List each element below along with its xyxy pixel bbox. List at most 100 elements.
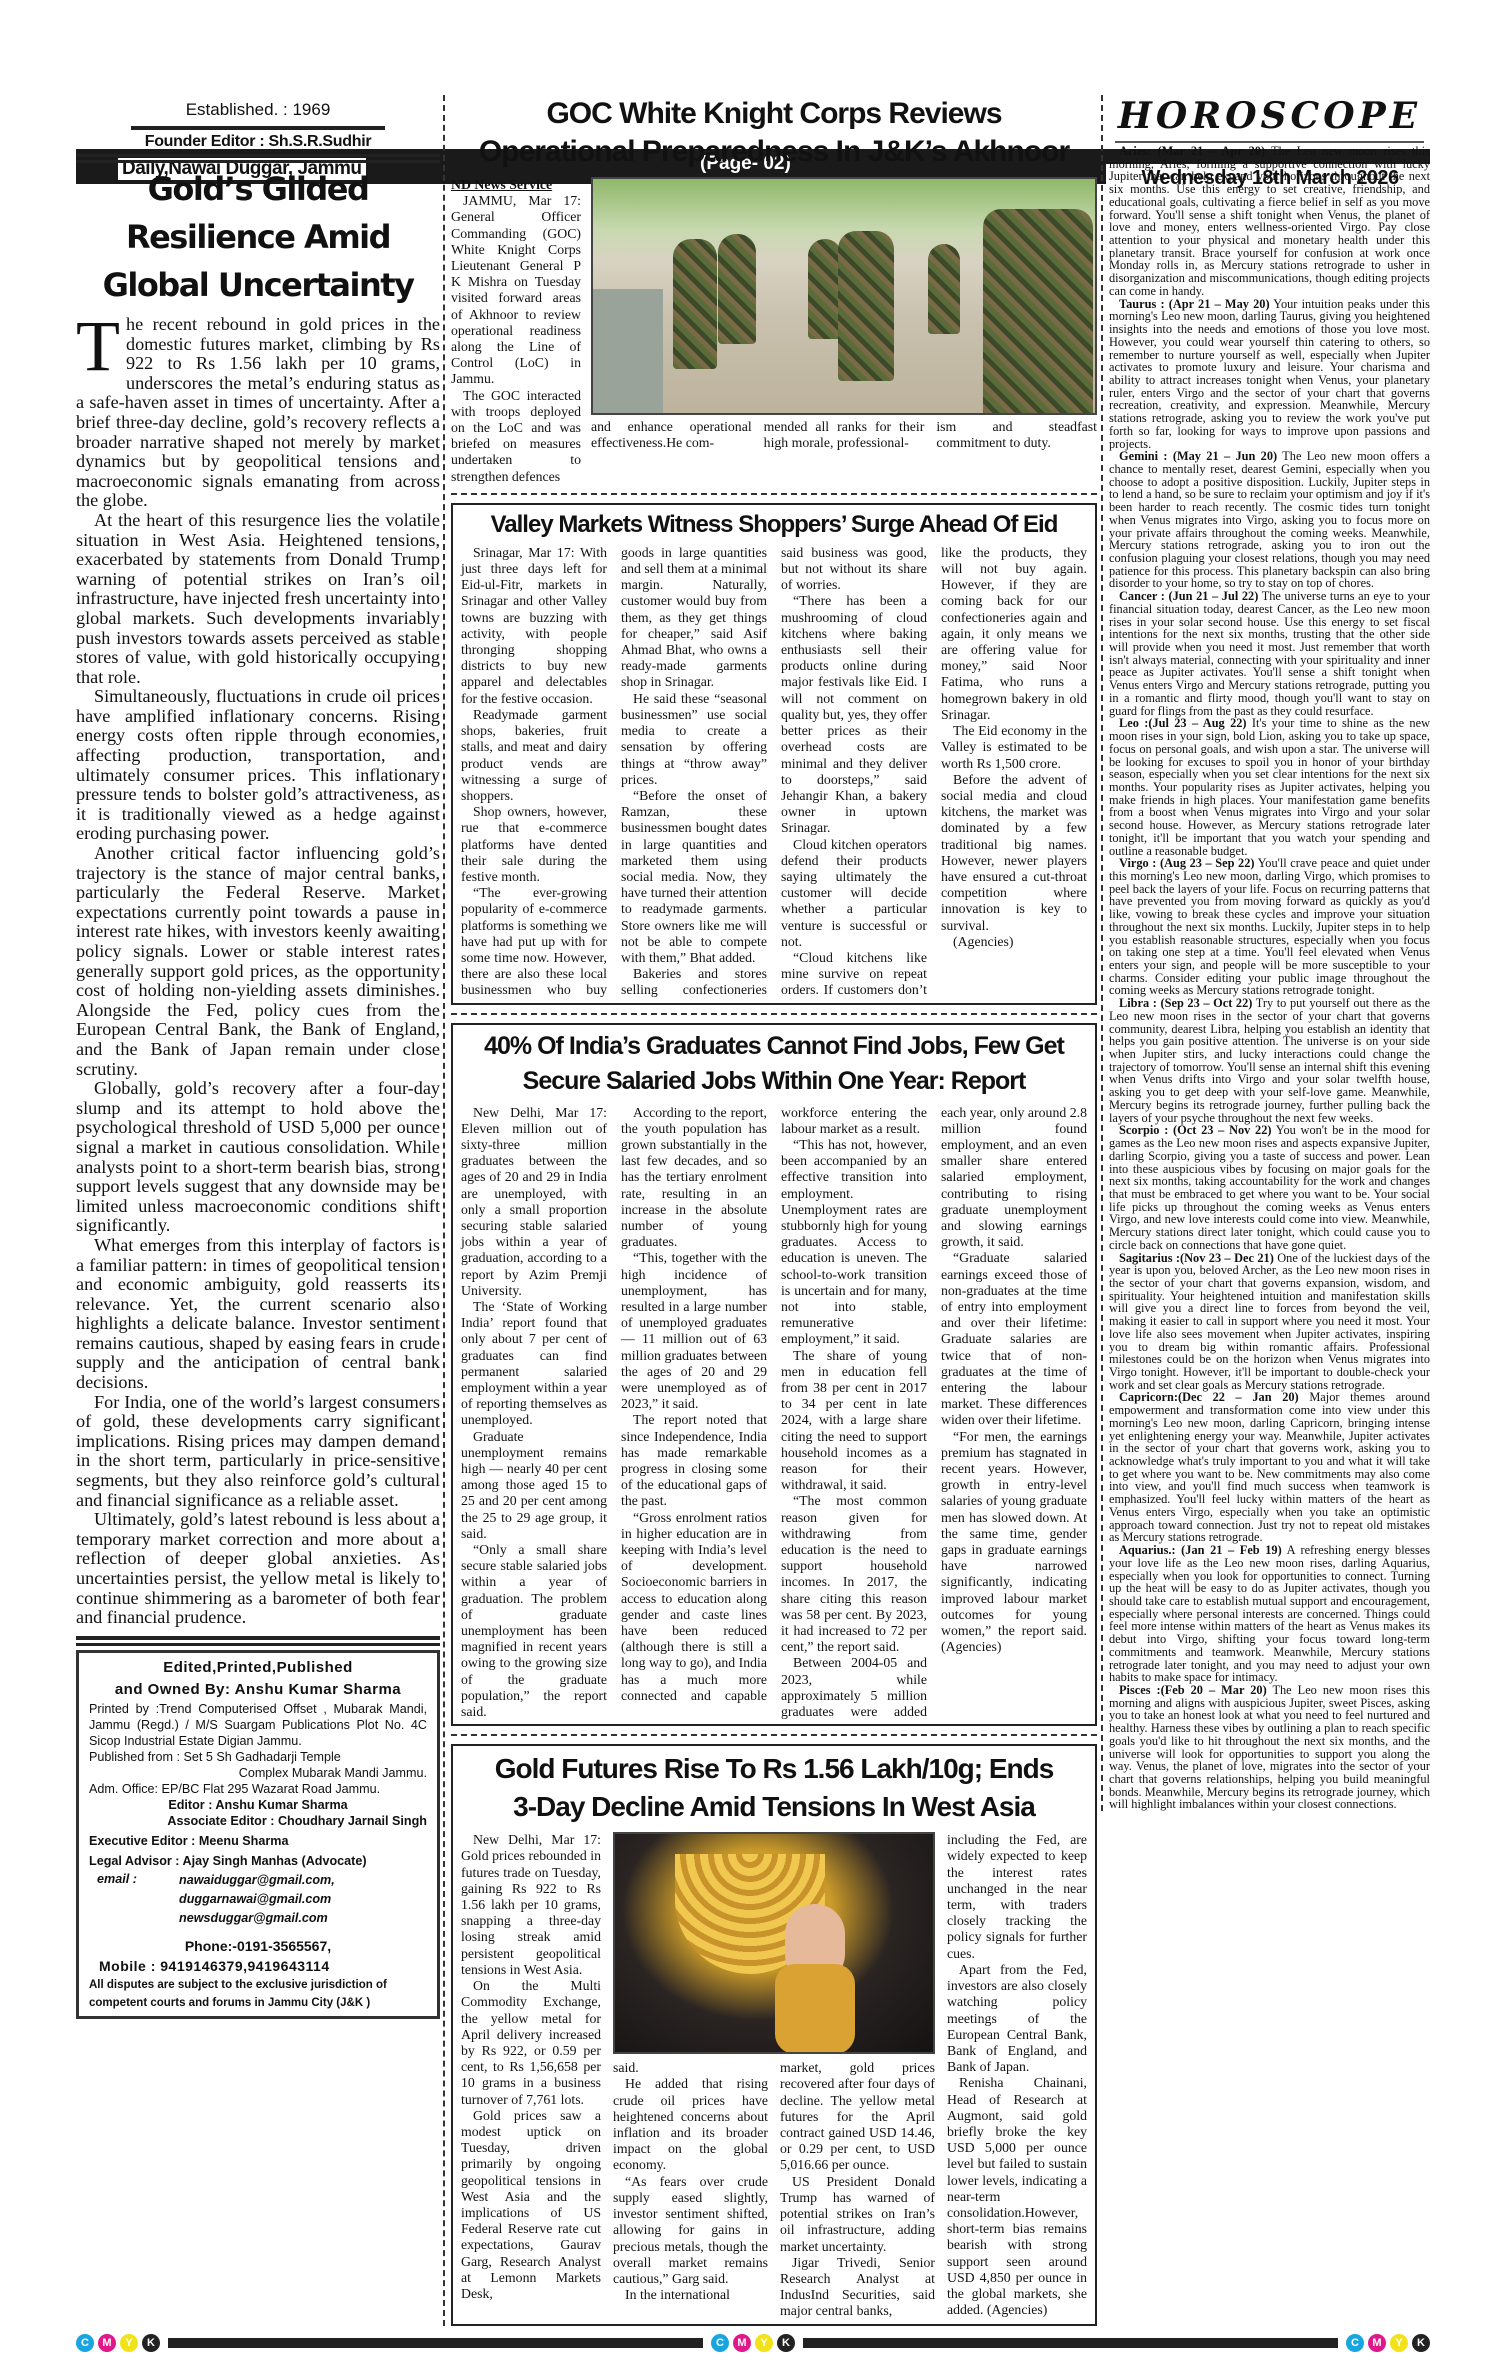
imprint-published: Published from : Set 5 Sh Gadhadarji Tem… — [89, 1749, 341, 1764]
byline: ND News Service — [451, 177, 553, 192]
article-paragraph: “Graduate salaried earnings exceed those… — [941, 1250, 1087, 1428]
page-number: (Page- 02) — [700, 153, 791, 174]
article-paragraph: market, gold prices recovered after four… — [780, 2060, 935, 2173]
article-paragraph: “Cloud kitchens like mine survive on rep… — [781, 544, 1087, 998]
article-paragraph: Apart from the Fed, investors are also c… — [947, 1961, 1087, 2075]
editorial-title-line: Global Uncertainty — [102, 266, 415, 304]
registration-mark-k: K — [142, 2333, 160, 2352]
imprint-published: Complex Mubarak Mandi Jammu. — [238, 1765, 427, 1780]
sign-label: Scorpio : (Oct 23 – Nov 22) — [1119, 1123, 1272, 1138]
article-paragraph: For India, one of the world’s largest co… — [76, 1391, 440, 1510]
sign-text: One of the luckiest days of the year is … — [1109, 1250, 1430, 1392]
editorial-title: Gold’s Gilded Resilience Amid Global Unc… — [76, 165, 440, 309]
section-divider — [451, 1012, 1097, 1015]
email-link[interactable]: newsduggar@gmail.com — [179, 1910, 328, 1925]
horoscope-sign: Aries: (Mar 21 – Apr 20) The Leo new moo… — [1109, 145, 1430, 298]
article-paragraph: The GOC interacted with troops deployed … — [451, 387, 581, 484]
imprint-phone: Phone:-0191-3565567, — [184, 1937, 332, 1954]
goc-column-1: ND News Service JAMMU, Mar 17: General O… — [451, 177, 581, 485]
registration-mark-y: Y — [1390, 2333, 1408, 2352]
article-paragraph: Before the advent of social media and cl… — [941, 771, 1087, 933]
sign-label: Virgo : (Aug 23 – Sep 22) — [1119, 856, 1255, 871]
sign-text: The Leo new moon rises this morning, Ari… — [1109, 144, 1430, 298]
article-paragraph: He said these “seasonal businessmen” use… — [621, 690, 767, 787]
registration-mark-m: M — [98, 2333, 116, 2352]
registration-mark-k: K — [1412, 2333, 1430, 2352]
divider — [76, 1635, 440, 1640]
imprint-legal-advisor: Legal Advisor : Ajay Singh Manhas (Advoc… — [89, 1853, 367, 1868]
goc-article: ND News Service JAMMU, Mar 17: General O… — [451, 177, 1097, 485]
soldier-figure — [983, 209, 1093, 413]
article-paragraph: “There has been a mushrooming of cloud k… — [781, 593, 927, 836]
article-paragraph: Globally, gold’s recovery after a four-d… — [76, 1078, 440, 1236]
article-paragraph: Jigar Trivedi, Senior Research Analyst a… — [780, 2254, 935, 2319]
registration-mark-c: C — [76, 2333, 94, 2352]
sign-label: Pisces :(Feb 20 – Mar 20) — [1119, 1682, 1267, 1697]
article-column: New Delhi, Mar 17: Gold prices rebounded… — [461, 1832, 601, 2302]
graduates-body: New Delhi, Mar 17: Eleven million out of… — [461, 1105, 1087, 1721]
registration-mark-k: K — [777, 2333, 795, 2352]
headline-line: Operational Preparedness In J&K’s Akhnoo… — [478, 135, 1070, 168]
sign-text: A refreshing energy blesses your love li… — [1109, 1543, 1431, 1685]
article-paragraph: Srinagar, Mar 17: With just three days l… — [461, 544, 607, 706]
email-link[interactable]: nawaiduggar@gmail.com, — [179, 1872, 335, 1887]
registration-mark-c: C — [1346, 2333, 1364, 2352]
email-link[interactable]: duggarnawai@gmail.com — [179, 1891, 332, 1906]
page-columns: Established. : 1969 Founder Editor : Sh.… — [76, 95, 1430, 2326]
sign-text: Major themes around empowerment and tran… — [1109, 1390, 1430, 1545]
horoscope-body: Aries: (Mar 21 – Apr 20) The Leo new moo… — [1109, 145, 1430, 1811]
registration-mark-y: Y — [120, 2333, 138, 2352]
article-paragraph: US President Donald Trump has warned of … — [780, 2173, 935, 2254]
bangles — [775, 1964, 855, 2053]
imprint-emails: email : nawaiduggar@gmail.com, duggarnaw… — [89, 1871, 427, 1928]
article-paragraph: “The most common reason given for withdr… — [781, 1493, 927, 1655]
article-paragraph: On the Multi Commodity Exchange, the yel… — [461, 1978, 601, 2107]
paper-name: Daily,Nawai Duggar, Jammu — [118, 158, 366, 180]
article-text: and enhance operational effectiveness.He… — [591, 419, 752, 451]
article-paragraph: Bakeries and stores selling confectioner… — [621, 544, 927, 998]
divider — [131, 126, 385, 130]
photo-and-columns: said.He added that rising crude oil pric… — [613, 1832, 935, 2319]
article-paragraph: Shop owners, however, rue that e-commerc… — [461, 804, 607, 884]
sign-text: The universe turns an eye to your financ… — [1109, 589, 1430, 718]
horoscope-sign: Virgo : (Aug 23 – Sep 22) You'll crave p… — [1109, 857, 1430, 997]
article-paragraph: “Only a small share secure stable salari… — [461, 1542, 607, 1720]
valley-article: Valley Markets Witness Shoppers’ Surge A… — [451, 502, 1097, 1005]
headline-line: 3-Day Decline Amid Tensions In West Asia — [513, 1791, 1036, 1823]
article-paragraph: Readymade garment shops, bakeries, fruit… — [461, 706, 607, 803]
imprint-editor: Editor : Anshu Kumar Sharma — [168, 1797, 348, 1812]
goc-photo — [591, 177, 1097, 415]
sign-label: Cancer : (Jun 21 – Jul 22) — [1119, 589, 1259, 604]
article-paragraph: What emerges from this interplay of fact… — [76, 1234, 440, 1393]
article-paragraph: “The ever-growing popularity of e-commer… — [461, 544, 767, 998]
sign-text: The Leo new moon rises this morning and … — [1109, 1682, 1430, 1812]
horoscope-sign: Scorpio : (Oct 23 – Nov 22) You won't be… — [1109, 1124, 1430, 1251]
article-paragraph: He added that rising crude oil prices ha… — [613, 2076, 768, 2173]
established-year: Established. : 1969 — [185, 100, 331, 119]
section-divider — [451, 1734, 1097, 1737]
section-divider — [451, 492, 1097, 495]
article-paragraph: including the Fed, are widely expected t… — [947, 1832, 1087, 1961]
imprint-mobile: Mobile : 9419146379,9419643114 — [99, 1957, 330, 1974]
horoscope-sign: Leo :(Jul 23 – Aug 22) It's your time to… — [1109, 717, 1430, 857]
article-paragraph: “For men, the earnings premium has stagn… — [941, 1428, 1087, 1655]
footer-bar — [168, 2337, 703, 2348]
article-paragraph: Ultimately, gold’s latest rebound is les… — [76, 1509, 440, 1628]
valley-headline: Valley Markets Witness Shoppers’ Surge A… — [490, 510, 1059, 538]
article-paragraph: “Before the onset of Ramzan, these busin… — [621, 787, 767, 965]
horoscope-sign: Cancer : (Jun 21 – Jul 22) The universe … — [1109, 590, 1430, 717]
sign-label: Gemini : (May 21 – Jun 20) — [1119, 449, 1278, 464]
sign-text: The Leo new moon offers a chance to ment… — [1109, 449, 1430, 591]
headline-line: GOC White Knight Corps Reviews — [546, 97, 1002, 130]
article-paragraph: “This has not, however, been accompanied… — [781, 1136, 927, 1347]
editorial-title-line: Resilience Amid — [125, 218, 392, 256]
article-paragraph: The Eid economy in the Valley is estimat… — [941, 723, 1087, 771]
horoscope-sign: Taurus : (Apr 21 – May 20) Your intuitio… — [1109, 297, 1430, 451]
article-paragraph: “Gross enrolment ratios in higher educat… — [621, 1104, 927, 1703]
sign-label: Aries: (Mar 21 – Apr 20) — [1119, 144, 1266, 158]
soldier-figure — [838, 231, 894, 381]
graduates-article: 40% Of India’s Graduates Cannot Find Job… — [451, 1022, 1097, 1727]
